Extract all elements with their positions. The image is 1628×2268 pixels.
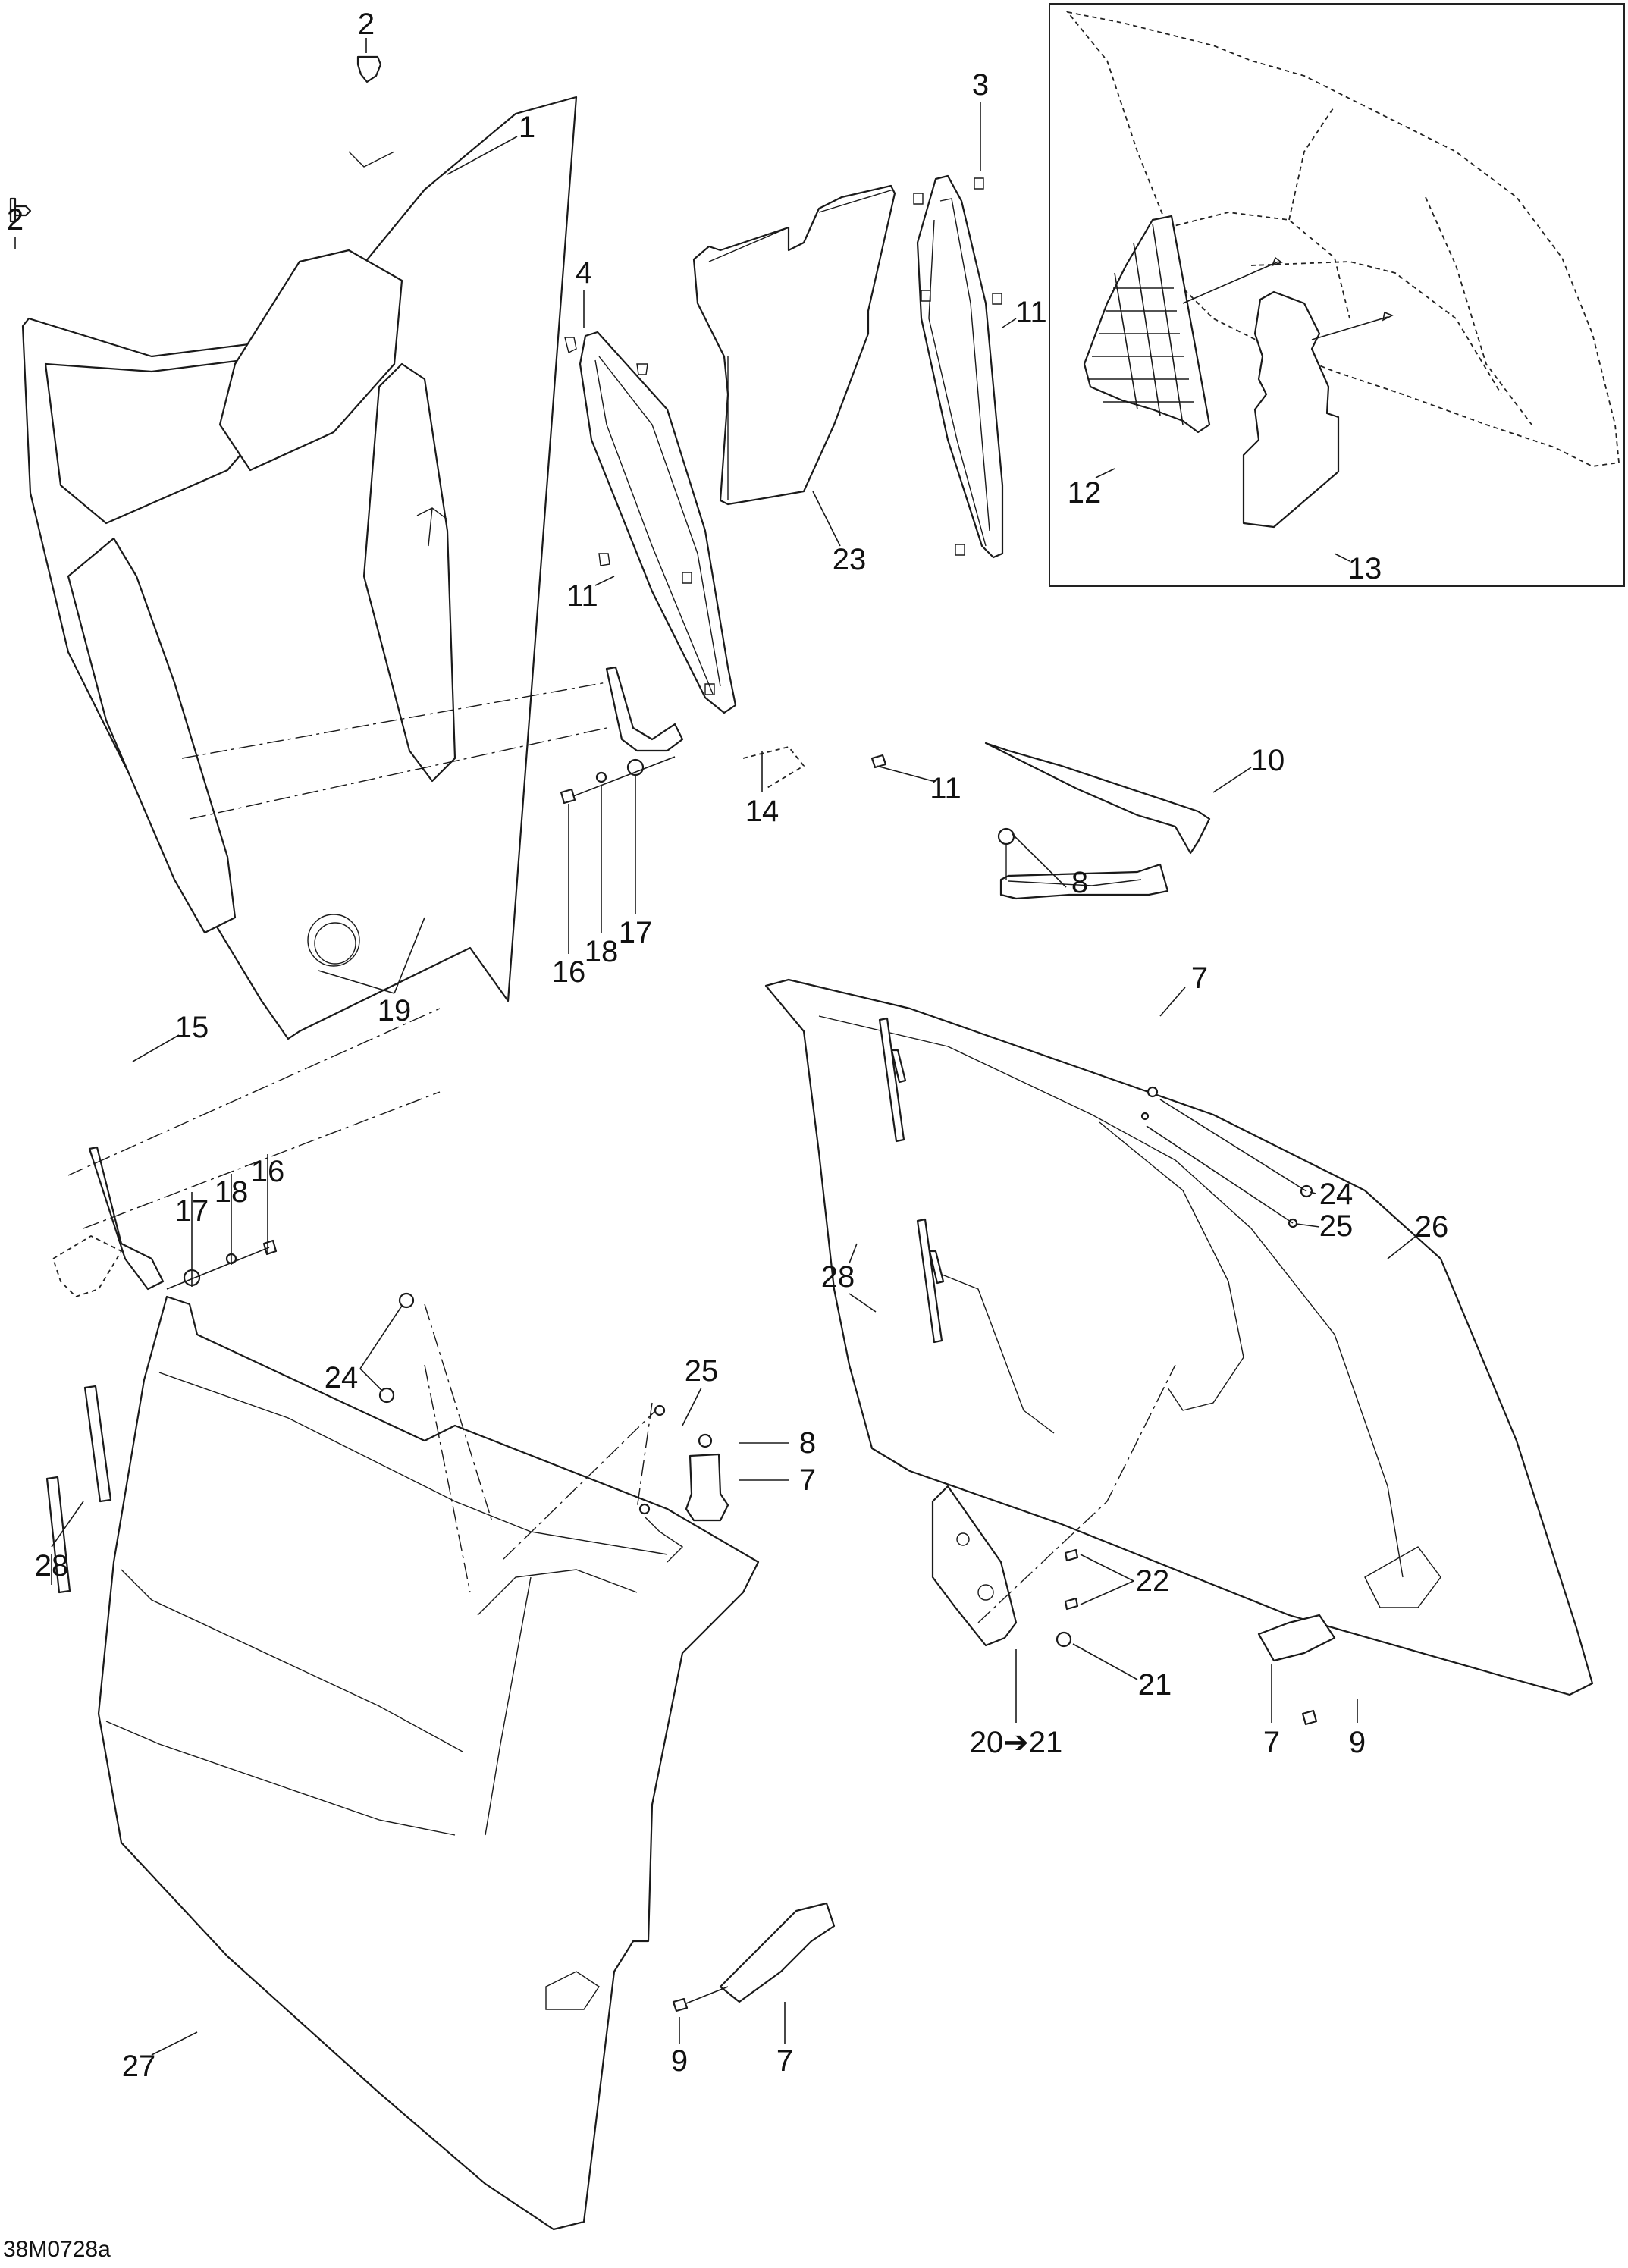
part-4-vent-frame — [564, 331, 737, 714]
part-26-lower-panel — [764, 978, 1594, 1696]
figure-id: 38M0728a — [3, 2237, 111, 2262]
part-7-handle-right — [1257, 1614, 1336, 1726]
part-7-handle-left — [672, 1902, 836, 2012]
callout-7: 7 — [798, 1463, 817, 1497]
callout-11: 11 — [930, 772, 961, 805]
callout-26: 26 — [1414, 1210, 1449, 1244]
callout-17: 17 — [618, 916, 653, 949]
callout-10: 10 — [1250, 744, 1285, 777]
hardware-24-25-right — [1140, 1086, 1313, 1228]
callout-4: 4 — [575, 256, 593, 290]
inset-detail-frame — [1049, 3, 1625, 587]
callout-1: 1 — [518, 111, 536, 144]
part-2-clip-top — [356, 55, 382, 83]
callout-9: 9 — [1348, 1726, 1366, 1759]
callout-11: 11 — [1015, 296, 1047, 329]
part-8-pin-upper — [997, 827, 1015, 880]
callout-22: 22 — [1135, 1564, 1170, 1598]
callout-9: 9 — [670, 2044, 689, 2078]
part-13-foam — [1242, 290, 1394, 529]
part-28-strips-left — [45, 1385, 112, 1594]
callout-2: 2 — [357, 8, 375, 41]
part-28-strips-right — [878, 1017, 945, 1344]
callout-8: 8 — [1071, 866, 1089, 899]
callout-20-21: 20➔21 — [969, 1726, 1063, 1759]
callout-19: 19 — [377, 994, 412, 1027]
callout-7: 7 — [1190, 961, 1209, 995]
part-20-bracket — [931, 1364, 1176, 1647]
callout-8: 8 — [798, 1426, 817, 1460]
callout-28: 28 — [820, 1260, 855, 1294]
hardware-16-17-18-upper — [560, 756, 676, 805]
callout-18: 18 — [214, 1175, 249, 1209]
callout-21: 21 — [1137, 1668, 1172, 1702]
part-7-duct-upper — [999, 863, 1169, 900]
callout-16: 16 — [250, 1155, 285, 1188]
part-15-bracket — [52, 1008, 441, 1298]
callout-7: 7 — [1263, 1726, 1281, 1759]
hardware-24-25-8-7-left — [378, 1292, 729, 1522]
callout-11: 11 — [566, 579, 598, 613]
part-27-lower-panel — [97, 1295, 760, 2231]
callout-25: 25 — [684, 1354, 719, 1388]
part-11-clip-mid — [870, 754, 887, 769]
hardware-21-22 — [1056, 1548, 1079, 1648]
part-12-grille — [1083, 215, 1283, 434]
hardware-16-17-18-lower — [166, 1239, 278, 1290]
callout-17: 17 — [174, 1194, 209, 1228]
callout-15: 15 — [174, 1011, 209, 1044]
callout-27: 27 — [121, 2050, 156, 2083]
callout-25: 25 — [1319, 1209, 1354, 1243]
callout-16: 16 — [551, 955, 586, 989]
part-23-foam-block — [692, 184, 896, 506]
callout-18: 18 — [584, 935, 619, 968]
callout-13: 13 — [1347, 552, 1382, 585]
callout-14: 14 — [745, 795, 779, 828]
callout-7: 7 — [776, 2044, 794, 2078]
part-10-trim — [984, 742, 1211, 855]
part-14-bracket — [181, 666, 805, 820]
callout-23: 23 — [832, 543, 867, 576]
callout-28: 28 — [34, 1549, 69, 1583]
callout-12: 12 — [1067, 476, 1102, 510]
callout-24: 24 — [1319, 1178, 1354, 1211]
callout-24: 24 — [324, 1361, 359, 1394]
part-3-vent-frame — [913, 174, 1004, 559]
part-2-clip-left — [9, 197, 32, 223]
part-1-upper-panel — [21, 96, 578, 1040]
callout-2: 2 — [6, 203, 24, 237]
callout-3: 3 — [971, 68, 990, 102]
callout-leaders — [14, 38, 1419, 2056]
